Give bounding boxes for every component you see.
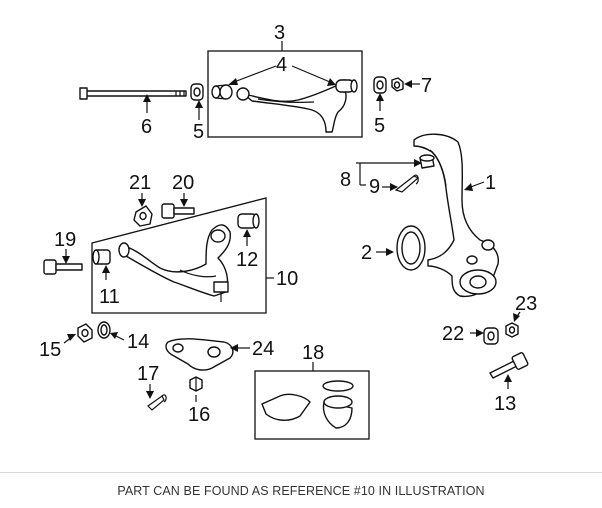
upper-control-arm[interactable] bbox=[236, 79, 353, 133]
callout-5a[interactable]: 5 bbox=[193, 121, 204, 143]
parts-diagram: 3 4 6 5 5 bbox=[39, 22, 537, 440]
callout-5b[interactable]: 5 bbox=[374, 115, 385, 137]
callout-1[interactable]: 1 bbox=[485, 172, 496, 194]
callout-9[interactable]: 9 bbox=[369, 176, 380, 198]
lower-bolt[interactable] bbox=[489, 352, 529, 379]
callout-7[interactable]: 7 bbox=[421, 75, 432, 97]
callout-21[interactable]: 21 bbox=[129, 172, 151, 194]
callout-3[interactable]: 3 bbox=[274, 22, 285, 44]
bushing-small[interactable] bbox=[77, 323, 93, 343]
lower-control-arm[interactable] bbox=[118, 224, 232, 302]
footer-divider bbox=[0, 472, 602, 473]
lower-nut[interactable] bbox=[505, 322, 519, 338]
dust-boot[interactable] bbox=[419, 154, 435, 169]
upper-arm-bushing-right[interactable] bbox=[335, 79, 358, 93]
callout-24[interactable]: 24 bbox=[252, 338, 274, 360]
front-arm-bushing[interactable] bbox=[237, 213, 260, 229]
grease-pack[interactable] bbox=[261, 393, 311, 421]
callout-16[interactable]: 16 bbox=[188, 404, 210, 426]
callout-2[interactable]: 2 bbox=[361, 242, 372, 264]
callout-15[interactable]: 15 bbox=[39, 339, 61, 361]
callout-10[interactable]: 10 bbox=[276, 268, 298, 290]
cam-washer-right[interactable] bbox=[373, 76, 387, 94]
steering-knuckle[interactable] bbox=[413, 133, 499, 298]
callout-12[interactable]: 12 bbox=[236, 249, 258, 271]
callout-8[interactable]: 8 bbox=[340, 169, 351, 191]
callout-4[interactable]: 4 bbox=[276, 54, 287, 76]
seal-ring[interactable] bbox=[396, 225, 426, 271]
callout-14[interactable]: 14 bbox=[127, 331, 149, 353]
snap-ring[interactable] bbox=[97, 321, 111, 339]
callout-22[interactable]: 22 bbox=[442, 323, 464, 345]
cotter-pin-lower[interactable] bbox=[147, 394, 167, 411]
steering-bracket[interactable] bbox=[165, 338, 234, 371]
cam-washer-left[interactable] bbox=[190, 83, 204, 101]
boot-kit-box bbox=[254, 370, 370, 440]
castle-nut[interactable] bbox=[189, 376, 203, 392]
lower-arm-bushing[interactable] bbox=[92, 249, 111, 265]
ball-joint-boot[interactable] bbox=[322, 380, 354, 429]
cam-bolt[interactable] bbox=[161, 203, 195, 219]
callout-11[interactable]: 11 bbox=[99, 286, 120, 308]
upper-arm-kit-box bbox=[207, 50, 363, 138]
callout-18[interactable]: 18 bbox=[302, 342, 324, 364]
callout-6[interactable]: 6 bbox=[141, 116, 152, 138]
callout-17[interactable]: 17 bbox=[137, 363, 159, 385]
lower-arm-bolt[interactable] bbox=[43, 259, 83, 275]
lower-washer[interactable] bbox=[483, 327, 499, 345]
long-bolt[interactable] bbox=[79, 87, 187, 100]
upper-arm-bushing-left[interactable] bbox=[211, 84, 233, 100]
cam-plate[interactable] bbox=[133, 205, 153, 227]
callout-23[interactable]: 23 bbox=[515, 293, 537, 315]
callout-19[interactable]: 19 bbox=[54, 229, 76, 251]
nut[interactable] bbox=[391, 77, 404, 92]
cotter-pin[interactable] bbox=[394, 174, 420, 193]
callout-13[interactable]: 13 bbox=[494, 393, 516, 415]
lower-arm-kit-box bbox=[91, 197, 267, 314]
footer-note: PART CAN BE FOUND AS REFERENCE #10 IN IL… bbox=[117, 484, 485, 498]
callout-20[interactable]: 20 bbox=[172, 172, 194, 194]
